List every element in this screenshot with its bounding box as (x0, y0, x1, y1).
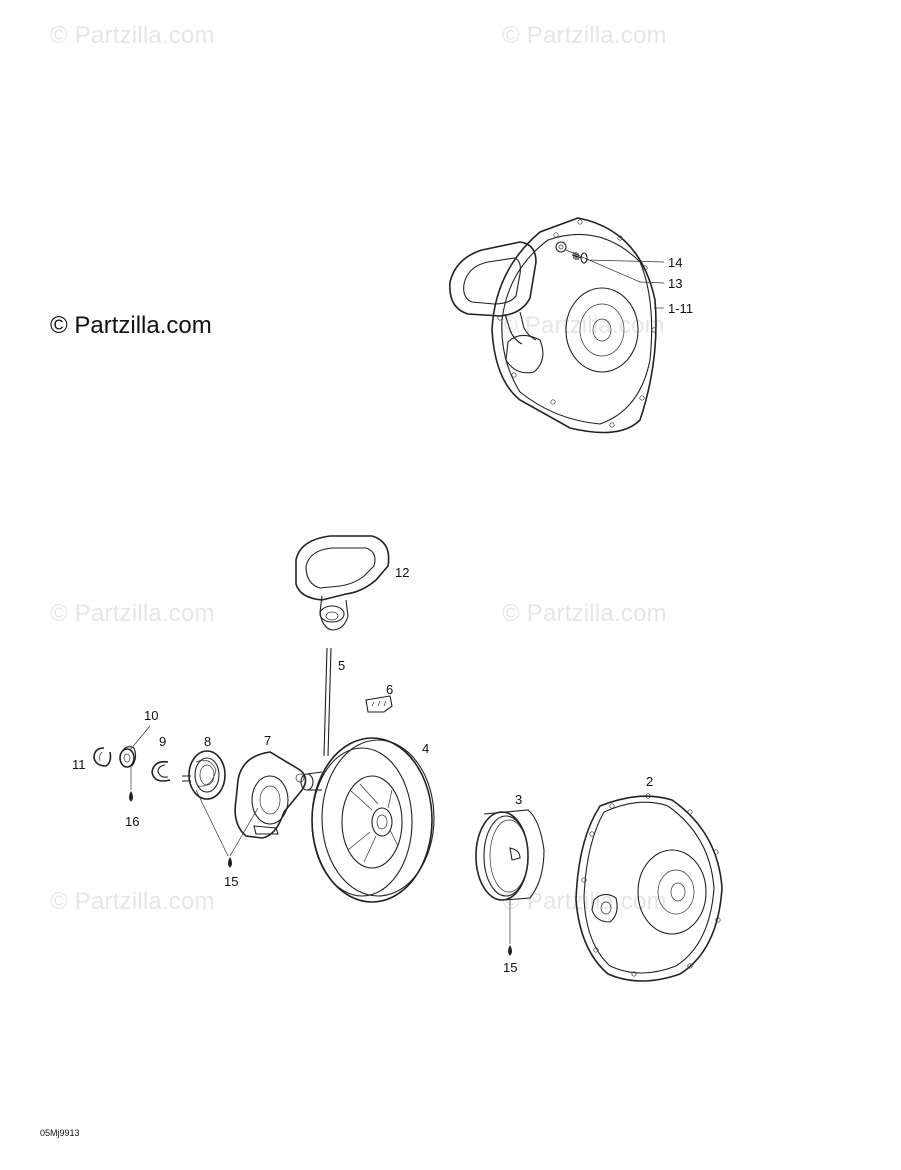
callout-6: 6 (386, 682, 393, 697)
watermark: © Partzilla.com (500, 312, 665, 339)
watermark: © Partzilla.com (502, 22, 667, 49)
callout-9: 9 (159, 734, 166, 749)
leader-13 (565, 249, 641, 283)
callout-5: 5 (338, 658, 345, 673)
callout-16: 16 (125, 814, 139, 829)
watermark: © Partzilla.com (50, 600, 215, 627)
part-6-pawl (365, 695, 393, 713)
callout-15-left: 15 (224, 874, 238, 889)
callout-4: 4 (422, 741, 429, 756)
part-15-grease-right (508, 900, 512, 956)
part-9-circlip (151, 760, 171, 782)
callout-1-11: 1-11 (668, 301, 693, 316)
callout-7: 7 (264, 733, 271, 748)
part-11-ring (93, 747, 112, 767)
part-10-spring (119, 725, 151, 768)
part-8-spring (182, 750, 226, 800)
leader-14 (585, 259, 665, 263)
callout-13: 13 (668, 276, 682, 291)
part-3-recoil-spring (475, 809, 545, 901)
part-4-sheave (300, 737, 435, 903)
callout-10: 10 (144, 708, 158, 723)
part-5-rope (323, 647, 332, 757)
part-7-friction-plate (234, 751, 307, 839)
leader-13b (639, 281, 665, 284)
watermark: © Partzilla.com (50, 888, 215, 915)
callout-11: 11 (72, 757, 86, 772)
callout-15-right: 15 (503, 960, 517, 975)
part-12-handle (295, 535, 390, 631)
watermark: © Partzilla.com (502, 600, 667, 627)
callout-12: 12 (395, 565, 409, 580)
callout-8: 8 (204, 734, 211, 749)
figure-code: 05Mj9913 (40, 1128, 80, 1138)
part-15-grease-left (195, 789, 259, 868)
watermark: © Partzilla.com (50, 22, 215, 49)
callout-3: 3 (515, 792, 522, 807)
callout-2: 2 (646, 774, 653, 789)
assembled-recoil-starter (449, 217, 657, 434)
part-16-grease (129, 766, 133, 802)
callout-14: 14 (668, 255, 682, 270)
part-2-housing (575, 793, 723, 982)
watermark-main: © Partzilla.com (50, 312, 212, 339)
